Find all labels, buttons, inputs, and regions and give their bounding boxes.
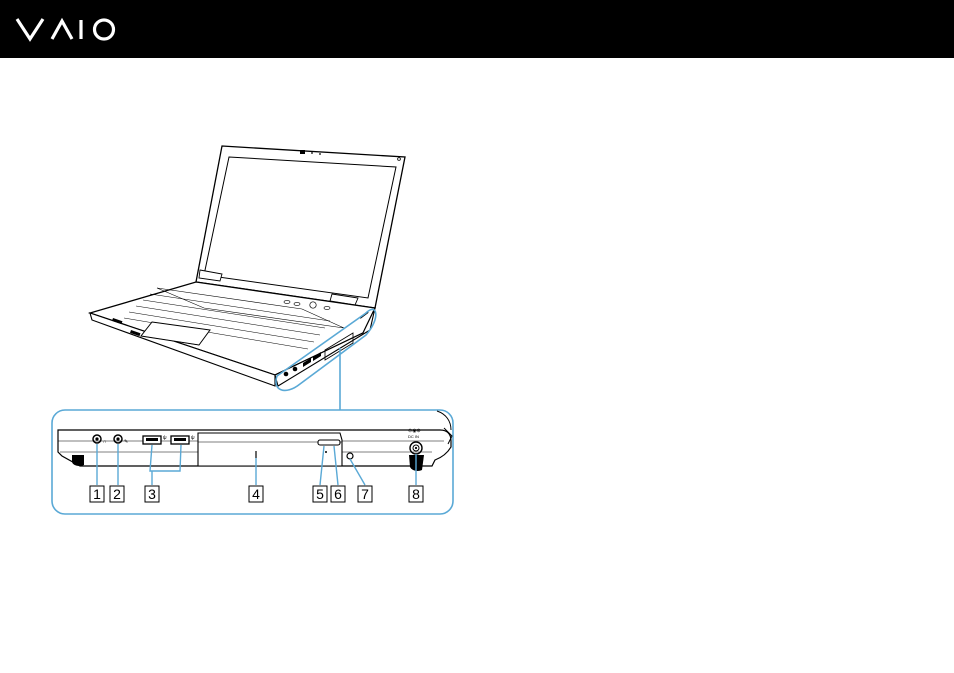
svg-text:✎: ✎ bbox=[124, 439, 128, 445]
callout-3: 3 bbox=[148, 486, 156, 502]
callout-7: 7 bbox=[361, 486, 369, 502]
svg-text:DC IN: DC IN bbox=[408, 434, 419, 439]
callout-4: 4 bbox=[252, 486, 260, 502]
side-panel-illustration: ∩ ✎ ψ ψ ⊖◉⊕ DC IN bbox=[58, 411, 452, 471]
callout-5: 5 bbox=[316, 486, 324, 502]
header-bar: VAIO bbox=[0, 0, 954, 58]
laptop-figure: ∩ ✎ ψ ψ ⊖◉⊕ DC IN bbox=[0, 58, 954, 673]
laptop-illustration bbox=[90, 146, 405, 410]
svg-text:ψ: ψ bbox=[191, 435, 195, 441]
vaio-logo bbox=[14, 14, 124, 44]
svg-text:∩: ∩ bbox=[103, 439, 107, 445]
callout-labels: 1 2 3 4 5 6 7 8 bbox=[90, 486, 423, 502]
logo-text: VAIO bbox=[0, 0, 1, 1]
callout-6: 6 bbox=[334, 486, 342, 502]
callout-2: 2 bbox=[113, 486, 121, 502]
svg-text:ψ: ψ bbox=[163, 435, 167, 441]
callout-1: 1 bbox=[93, 486, 101, 502]
callout-8: 8 bbox=[412, 486, 420, 502]
